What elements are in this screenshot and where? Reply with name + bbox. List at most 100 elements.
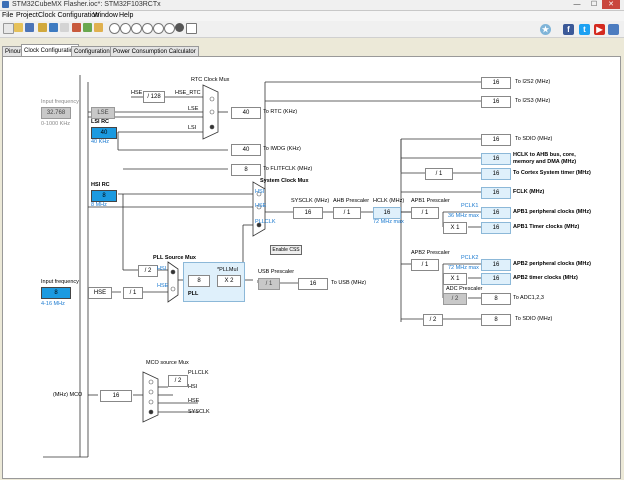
pll-input-value: 8 <box>188 275 210 287</box>
zoom-out-icon[interactable] <box>120 23 131 34</box>
hse-input-frequency[interactable]: 8 <box>41 287 71 299</box>
usb-frequency-value: 16 <box>298 278 328 290</box>
input-frequency-label-1: Input frequency <box>41 99 79 105</box>
hsi-rc-value[interactable]: 8 <box>91 190 117 202</box>
enable-css-button[interactable]: Enable CSS <box>270 245 302 255</box>
minimize-button[interactable]: — <box>573 1 581 8</box>
iwdg-frequency-value: 40 <box>231 144 261 156</box>
close-button[interactable]: ✕ <box>602 0 620 9</box>
apb1-prescaler-select[interactable]: / 1 <box>411 207 439 219</box>
twitter-icon[interactable]: t <box>579 24 590 35</box>
menu-window[interactable]: Window <box>93 12 118 19</box>
generate-report-icon[interactable] <box>72 23 81 32</box>
zoom-reset-icon[interactable] <box>142 23 153 34</box>
mco-source-mux-label: MCO source Mux <box>146 360 189 366</box>
hse-oscillator[interactable]: HSE <box>88 287 112 299</box>
adc-prescaler-select[interactable]: / 2 <box>443 293 467 305</box>
community-star-icon[interactable]: ★ <box>540 24 551 35</box>
hclk-ahb-value: 16 <box>481 153 511 165</box>
lsi-rc-value[interactable]: 40 <box>91 127 117 139</box>
sysclk-hsi-label: HSI <box>255 189 265 195</box>
hclk-ahb-label-1: HCLK to AHB bus, core, <box>513 152 576 158</box>
mco-hsi-label: HSI <box>188 384 198 390</box>
sysclk-pllclk-label: PLLCLK <box>255 219 276 225</box>
input-frequency-label-2: Input frequency <box>41 279 79 285</box>
redo-icon[interactable] <box>164 23 175 34</box>
lse-frequency-range: 0-1000 KHz <box>41 121 71 127</box>
sysclk-hse-label: HSE <box>255 203 267 209</box>
pclk1-label: PCLK1 <box>461 203 479 209</box>
lsi-rc-label: LSI RC <box>91 119 110 125</box>
window-icon[interactable] <box>186 23 197 34</box>
cortex-timer-value: 16 <box>481 168 511 180</box>
ahb-prescaler-label: AHB Prescaler <box>333 198 370 204</box>
hclk-ahb-label-2: memory and DMA (MHz) <box>513 159 577 165</box>
apb1-timer-label: APB1 Timer clocks (MHz) <box>513 224 580 230</box>
generate-code-icon[interactable] <box>83 23 92 32</box>
hclk-value[interactable]: 16 <box>373 207 401 219</box>
new-file-icon[interactable] <box>3 23 14 34</box>
zoom-in-icon[interactable] <box>109 23 120 34</box>
pll-hse-label: HSE <box>157 283 169 289</box>
cortex-timer-div-select[interactable]: / 1 <box>425 168 453 180</box>
pll-hse-div-select[interactable]: / 1 <box>123 287 143 299</box>
apb1-peripheral-label: APB1 peripheral clocks (MHz) <box>513 209 591 215</box>
maximize-button[interactable]: ☐ <box>590 1 598 8</box>
mco-pllclk-label: PLLCLK <box>188 370 209 376</box>
to-sdio1-label: To SDIO (MHz) <box>515 136 553 142</box>
menu-clock-configuration[interactable]: Clock Configuration <box>38 12 100 19</box>
fclk-label: FCLK (MHz) <box>513 189 545 195</box>
rtc-clock-mux-label: RTC Clock Mux <box>191 77 230 83</box>
lse-input-frequency[interactable]: 32.768 <box>41 107 71 119</box>
flitf-frequency-value: 8 <box>231 164 261 176</box>
rtc-lsi-label: LSI <box>188 125 197 131</box>
sysclk-label: SYSCLK (MHz) <box>291 198 330 204</box>
apb1-timer-mul: X 1 <box>443 222 467 234</box>
mco-hse-label: HSE <box>188 398 200 404</box>
settings-icon[interactable] <box>94 23 103 32</box>
usb-prescaler-select[interactable]: / 1 <box>258 278 280 290</box>
save-icon[interactable] <box>25 23 34 32</box>
hse-rtc-label: HSE_RTC <box>175 90 201 96</box>
cortex-timer-label: To Cortex System timer (MHz) <box>513 170 591 176</box>
st-icon[interactable] <box>608 24 619 35</box>
lse-oscillator[interactable]: LSE <box>91 107 115 119</box>
menu-help[interactable]: Help <box>119 12 134 19</box>
load-icon[interactable] <box>38 23 47 32</box>
mco-value: 16 <box>100 390 132 402</box>
to-usb-label: To USB (MHz) <box>331 280 367 286</box>
stop-icon[interactable] <box>175 23 184 32</box>
menu-bar <box>0 11 624 21</box>
facebook-icon[interactable]: f <box>563 24 574 35</box>
pll-mul-label: *PLLMul <box>217 267 238 273</box>
lsi-frequency: 40 KHz <box>91 139 110 145</box>
menu-project[interactable]: Project <box>16 12 38 19</box>
pll-source-mux-label: PLL Source Mux <box>153 255 196 261</box>
zoom-fit-icon[interactable] <box>131 23 142 34</box>
hsi-rc-label: HSI RC <box>91 182 110 188</box>
ahb-prescaler-select[interactable]: / 1 <box>333 207 361 219</box>
fclk-value: 16 <box>481 187 511 199</box>
menu-file[interactable]: File <box>2 12 14 19</box>
apb1-peripheral-value: 16 <box>481 207 511 219</box>
save-as-icon[interactable] <box>49 23 58 32</box>
youtube-icon[interactable]: ▶ <box>594 24 605 35</box>
close-project-icon[interactable] <box>60 23 69 32</box>
clock-canvas: Input frequency 32.768 0-1000 KHz LSE LS… <box>2 56 621 479</box>
apb2-timer-label: APB2 timer clocks (MHz) <box>513 275 578 281</box>
pclk2-label: PCLK2 <box>461 255 479 261</box>
to-iwdg-label: To IWDG (KHz) <box>263 146 301 152</box>
to-flitf-label: To FLITFCLK (MHz) <box>263 166 313 172</box>
apb2-prescaler-select[interactable]: / 1 <box>411 259 439 271</box>
hsi-frequency: 8 MHz <box>91 202 107 208</box>
pclk1-max: 36 MHz max <box>448 213 479 219</box>
undo-icon[interactable] <box>153 23 164 34</box>
i2s3-value: 16 <box>481 96 511 108</box>
sdio2-value: 8 <box>481 314 511 326</box>
tab-power-consumption[interactable]: Power Consumption Calculator <box>110 46 199 57</box>
pll-mul-select[interactable]: X 2 <box>217 275 241 287</box>
apb2-timer-value: 16 <box>481 273 511 285</box>
pll-hsi-div2: / 2 <box>138 265 158 277</box>
open-folder-icon[interactable] <box>14 23 23 32</box>
to-adc-label: To ADC1,2,3 <box>513 295 544 301</box>
